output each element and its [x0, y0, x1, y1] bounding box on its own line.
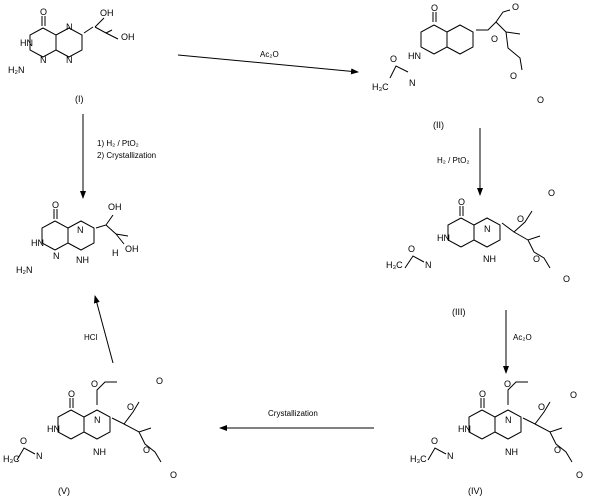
compound-II: O HN N H₃C O O O O O (II): [372, 2, 544, 130]
atom-H2N: H₂N: [16, 265, 33, 275]
condition-IV-to-V: Crystallization: [268, 409, 318, 418]
atom-HN: HN: [437, 233, 450, 243]
atom-O: O: [512, 2, 519, 12]
atom-O: O: [458, 197, 465, 207]
atom-O: O: [491, 34, 498, 44]
atom-O: O: [538, 402, 545, 412]
condition-II-to-III: H₂ / PtO₂: [437, 156, 469, 165]
condition-I-to-II: Ac₂O: [260, 50, 279, 59]
atom-O: O: [537, 95, 544, 105]
condition-I-to-final-step1: 1) H₂ / PtO₂: [97, 139, 139, 148]
atom-N: N: [94, 415, 101, 425]
atom-NH: NH: [76, 255, 89, 265]
compound-III: O HN N H₃C O N NH O O O O (III): [386, 188, 570, 317]
atom-OH: OH: [125, 244, 139, 254]
atom-O: O: [431, 436, 438, 446]
atom-N: N: [409, 78, 416, 88]
condition-III-to-IV: Ac₂O: [513, 333, 532, 342]
atom-O: O: [479, 389, 486, 399]
compound-label-V: (V): [58, 486, 70, 496]
atom-O: O: [68, 389, 75, 399]
compound-final: O HN H₂N N N NH H OH OH: [16, 200, 139, 275]
atom-O: O: [504, 379, 511, 389]
atom-N: N: [505, 415, 512, 425]
compound-V: O HN N H₃C O N NH O O O O O (V): [3, 376, 177, 496]
atom-O: O: [127, 402, 134, 412]
atom-N: N: [425, 260, 432, 270]
atom-O: O: [156, 376, 163, 386]
atom-O: O: [533, 254, 540, 264]
atom-OH: OH: [121, 32, 135, 42]
atom-OH: OH: [108, 202, 122, 212]
atom-N: N: [66, 22, 73, 32]
atom-NH: NH: [93, 447, 106, 457]
atom-H2N: H₂N: [8, 65, 25, 75]
atom-HN: HN: [408, 51, 421, 61]
atom-O: O: [576, 470, 583, 480]
atom-H3C: H₃C: [372, 82, 389, 92]
atom-HN: HN: [20, 38, 33, 48]
atom-O: O: [20, 436, 27, 446]
atom-N: N: [484, 224, 491, 234]
atom-H3C: H₃C: [3, 454, 20, 464]
compound-I: O HN H₂N N N N OH OH (I): [8, 7, 135, 104]
atom-H: H: [112, 248, 119, 258]
atom-O: O: [517, 214, 524, 224]
atom-N: N: [36, 451, 43, 461]
compound-label-IV: (IV): [468, 486, 483, 496]
compound-IV: O HN N H₃C O N NH O O O O O (IV): [410, 379, 583, 496]
atom-O: O: [91, 379, 98, 389]
atom-N: N: [77, 225, 84, 235]
atom-N: N: [447, 451, 454, 461]
atom-HN: HN: [47, 424, 60, 434]
atom-O: O: [143, 445, 150, 455]
compound-label-II: (II): [433, 120, 444, 130]
atom-O: O: [52, 200, 59, 210]
atom-O: O: [548, 188, 555, 198]
atom-O: O: [570, 390, 577, 400]
compound-label-I: (I): [75, 94, 84, 104]
arrow-V-to-final: [93, 295, 114, 364]
atom-N: N: [40, 55, 47, 65]
atom-O: O: [563, 274, 570, 284]
atom-NH: NH: [505, 447, 518, 457]
atom-HN: HN: [31, 238, 44, 248]
atom-O: O: [554, 445, 561, 455]
atom-H3C: H₃C: [410, 454, 427, 464]
compound-label-III: (III): [452, 307, 466, 317]
atom-HN: HN: [458, 424, 471, 434]
atom-O: O: [510, 71, 517, 81]
atom-O: O: [408, 244, 415, 254]
atom-OH: OH: [100, 8, 114, 18]
atom-N: N: [66, 55, 73, 65]
condition-V-to-final: HCl: [84, 333, 98, 342]
condition-I-to-final-step2: 2) Crystallization: [97, 151, 156, 160]
arrow-I-to-II: [177, 54, 359, 75]
atom-H3C: H₃C: [386, 260, 403, 270]
atom-N: N: [53, 251, 60, 261]
atom-NH: NH: [483, 254, 496, 264]
atom-O: O: [170, 470, 177, 480]
atom-O: O: [431, 3, 438, 13]
atom-O: O: [40, 7, 47, 17]
atom-O: O: [390, 54, 397, 64]
